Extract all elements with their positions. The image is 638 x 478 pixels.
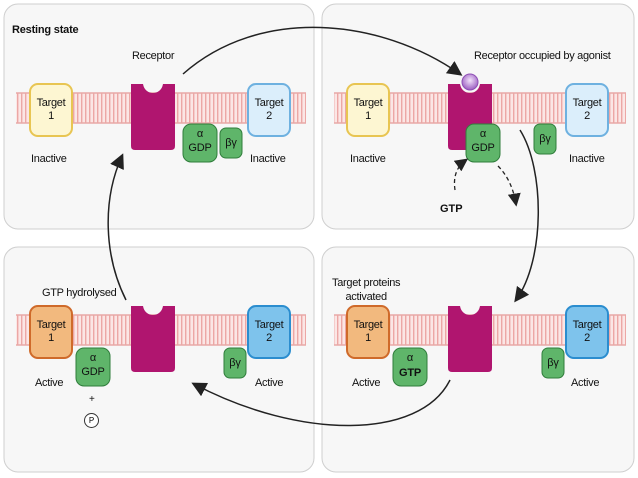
receptor-label: Receptor: [132, 50, 175, 62]
receptor-shape: [131, 84, 175, 150]
target1-active-box-2: [29, 305, 73, 359]
alpha-gtp-subunit: [392, 347, 428, 387]
target2-inactive-box-2: [565, 83, 609, 137]
target1-state: Inactive: [31, 153, 67, 165]
betagamma-subunit-4: [223, 347, 247, 379]
betagamma-symbol: βγ: [225, 137, 237, 149]
plus-sign: +: [89, 394, 95, 405]
target1-active-box: [346, 305, 390, 359]
cycle-arrow-bottom: [191, 379, 451, 427]
target2-label-4: Target 2: [254, 319, 284, 344]
betagamma-symbol-2: βγ: [539, 133, 551, 145]
receptor-occupied-label: Receptor occupied by agonist: [474, 50, 611, 62]
target1-label: Target 1: [36, 97, 66, 122]
target2-label-2: Target 2: [572, 97, 602, 122]
alpha-symbol-4: α: [89, 352, 97, 364]
target1-inactive-box: [29, 83, 73, 137]
panel-title-gtp-hydrolysed: GTP hydrolysed: [42, 287, 117, 299]
betagamma-symbol-4: βγ: [229, 357, 241, 369]
panel-title-targets-activated: Target proteins activated: [332, 277, 401, 303]
gtp-entry-arrow: [453, 158, 469, 191]
alpha-gdp-label: GDP: [188, 142, 212, 154]
panel-title-resting-state: Resting state: [12, 24, 79, 36]
target1-state-2: Inactive: [350, 153, 386, 165]
betagamma-subunit-3: [541, 347, 565, 379]
alpha-gtp-label: GTP: [398, 367, 421, 379]
cycle-arrow-right: [514, 129, 539, 303]
target1-inactive-box-2: [346, 83, 390, 137]
target2-state: Inactive: [250, 153, 286, 165]
target1-label-3: Target 1: [353, 319, 383, 344]
target2-active-box: [565, 305, 609, 359]
alpha-symbol-2: α: [479, 128, 487, 140]
alpha-symbol-3: α: [406, 352, 414, 364]
target2-state-3: Active: [571, 377, 600, 389]
alpha-subunit-2: [465, 123, 501, 163]
target2-inactive-box: [247, 83, 291, 137]
alpha-gdp-label-2: GDP: [471, 142, 495, 154]
betagamma-symbol-3: βγ: [547, 357, 559, 369]
target2-label-3: Target 2: [572, 319, 602, 344]
gtp-label: GTP: [440, 203, 463, 215]
agonist-molecule: [461, 73, 479, 91]
gdp-exit-arrow: [497, 165, 521, 207]
alpha-subunit: [182, 123, 218, 163]
betagamma-subunit-2: [533, 123, 557, 155]
cycle-arrow-top: [182, 26, 463, 76]
target1-label-2: Target 1: [353, 97, 383, 122]
target2-state-4: Active: [255, 377, 284, 389]
alpha-gdp-subunit: [75, 347, 111, 387]
cycle-arrow-left: [107, 153, 127, 301]
target1-state-4: Active: [35, 377, 64, 389]
target1-label-4: Target 1: [36, 319, 66, 344]
receptor-shape-3: [448, 306, 492, 372]
target1-state-3: Active: [352, 377, 381, 389]
target2-state-2: Inactive: [569, 153, 605, 165]
betagamma-subunit: [219, 127, 243, 159]
target2-active-box-2: [247, 305, 291, 359]
receptor-shape-4: [131, 306, 175, 372]
phosphate-icon: P: [84, 413, 99, 428]
target2-label: Target 2: [254, 97, 284, 122]
alpha-gdp-label-4: GDP: [81, 366, 105, 378]
alpha-symbol: α: [196, 128, 204, 140]
